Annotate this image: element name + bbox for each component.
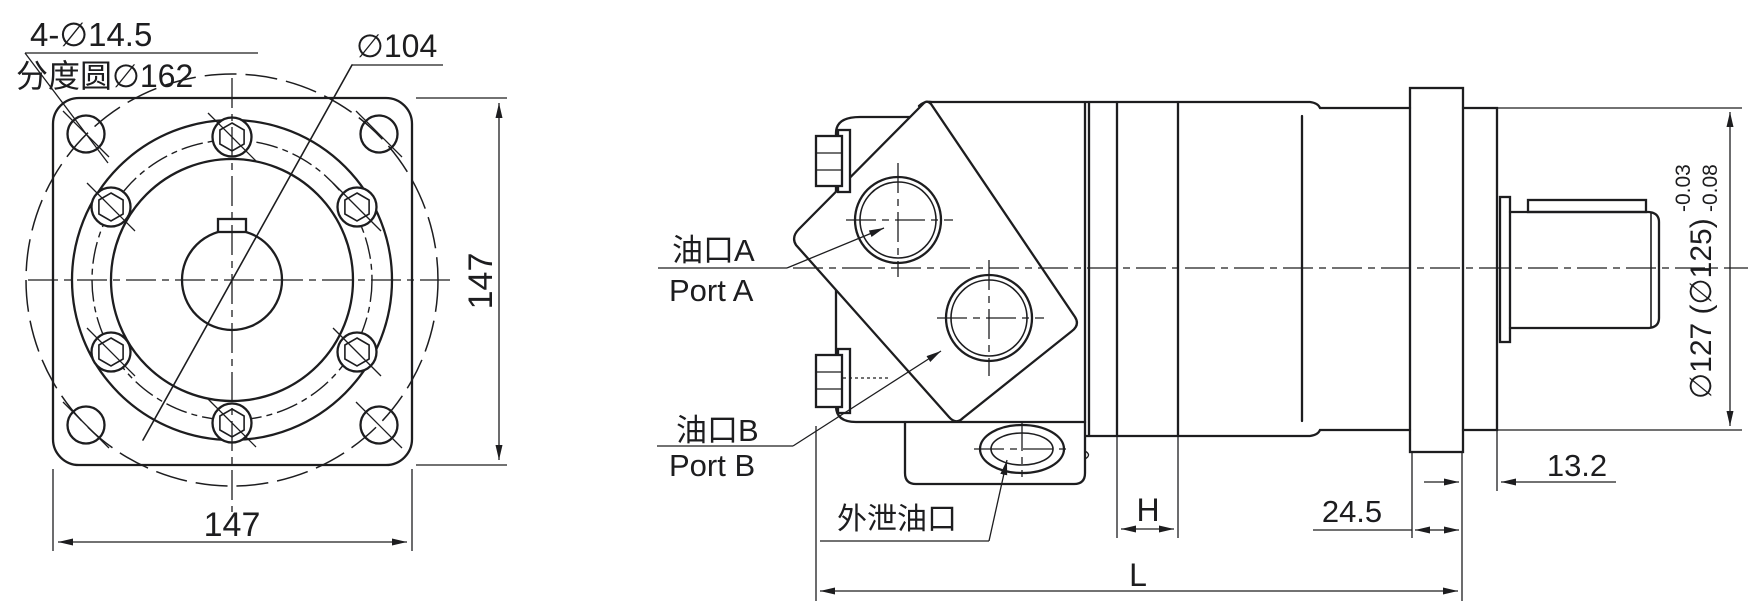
label-port-b-en: Port B [669,448,755,483]
label-drain-port: 外泄油口 [837,503,957,536]
dim-pilot-tol-lower: -0.08 [1699,164,1722,212]
corner-holes [62,110,403,449]
side-view: H 24.5 13.2 L ∅127 (∅125) [657,86,1748,601]
dim-h-value: H [1136,492,1159,528]
dim-pilot-tol-upper: -0.03 [1672,164,1695,212]
label-pitch-circle: 分度圆∅162 [16,58,193,94]
dim-24-5-value: 24.5 [1322,494,1382,529]
dim-24-5: 24.5 [1313,453,1463,601]
side-plugs [814,128,888,415]
seal-collar [1498,195,1512,344]
dim-width-147: 147 [52,469,413,551]
dim-h: H [1116,436,1179,538]
dim-13-2-value: 13.2 [1547,448,1607,483]
housing-top-edge [917,100,1412,110]
dim-height-147: 147 [416,97,507,466]
label-port-a-cn: 油口A [672,233,755,268]
dim-l-value: L [1129,557,1147,593]
port-b-leader [792,350,942,447]
drain-boss [903,420,1087,486]
drain-boss-nub [1084,450,1090,460]
dim-13-2: 13.2 [1424,431,1616,491]
dim-width-value: 147 [204,506,261,544]
rear-flange [1408,86,1465,454]
dim-pilot-diameter: ∅127 (∅125) -0.03 -0.08 [1466,107,1742,431]
label-bolt-circle: ∅104 [356,28,437,64]
dim-pilot-value: ∅127 (∅125) [1685,218,1718,399]
hex-bolts [86,112,382,448]
housing-bottom-edge [1084,428,1412,438]
dia104-leader-line [142,64,353,441]
dim-height-value: 147 [462,253,500,310]
shaft-key [1526,198,1648,214]
port-a-leader [786,227,885,269]
output-shaft [1508,210,1661,330]
drain-leader [988,459,1008,542]
corner-holes-leader [24,52,109,164]
dim-l: L [815,426,1458,601]
label-corner-holes: 4-∅14.5 [30,16,152,53]
label-port-b-cn: 油口B [676,413,759,448]
pilot-spigot [1461,106,1499,432]
front-view: 147 147 4-∅14.5 分度圆∅162 ∅104 [16,16,507,551]
label-port-a-en: Port A [669,273,754,308]
